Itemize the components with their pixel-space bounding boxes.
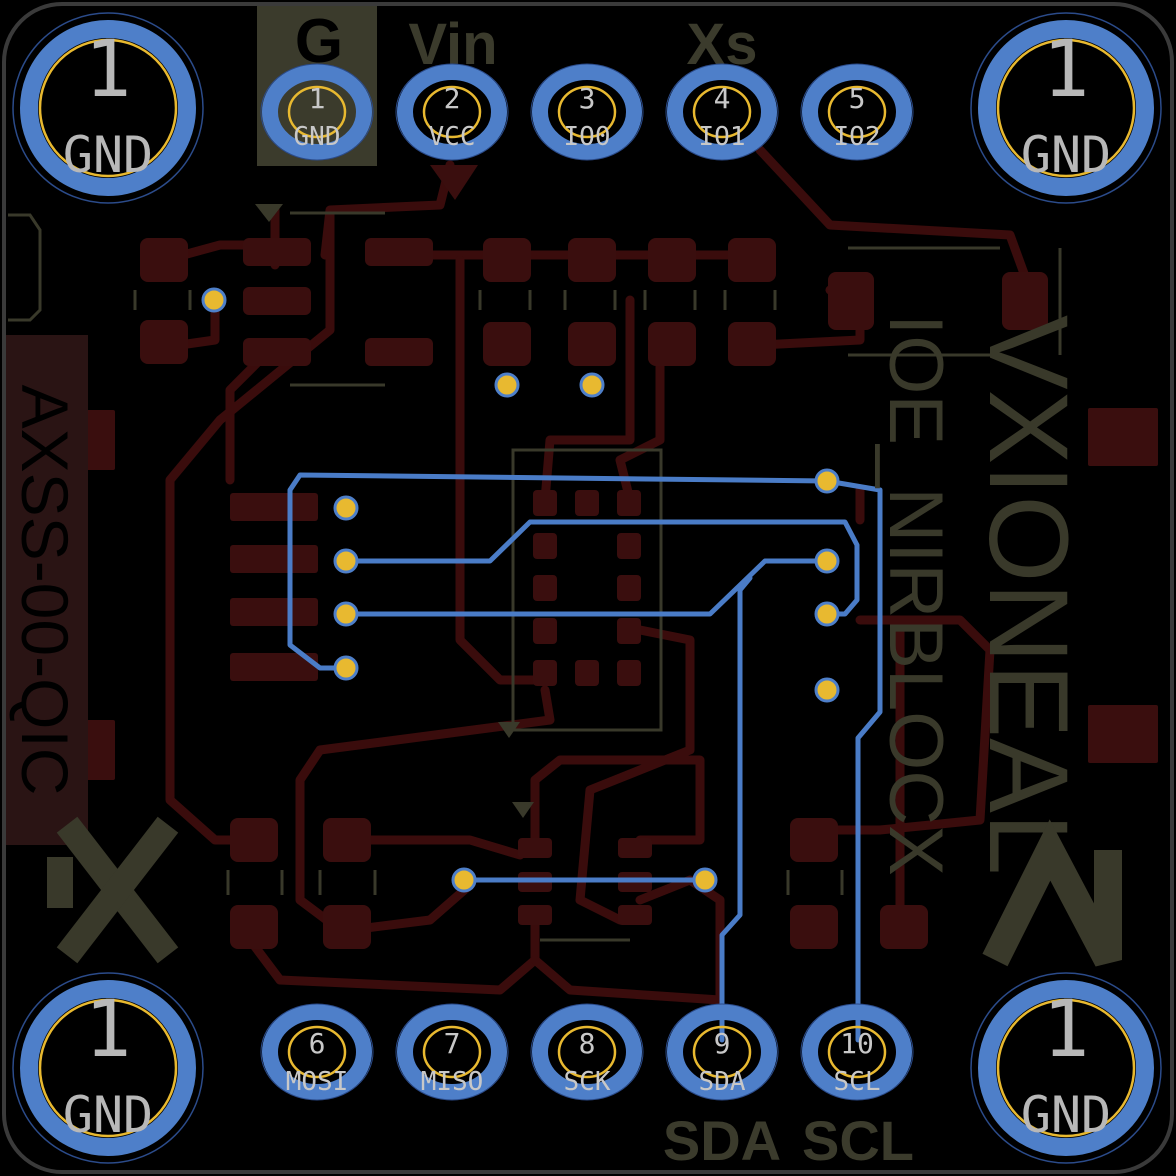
pin-name: SCL: [834, 1067, 881, 1097]
header-pins-top: 1 GND 2 VCC 3 IO0 4 IO1 5: [260, 63, 914, 161]
header-pin[interactable]: 2 VCC: [395, 63, 509, 161]
header-pin[interactable]: 6 MOSI: [260, 1003, 374, 1101]
mounting-hole-number: 1: [85, 25, 132, 115]
mounting-hole-name: GND: [1021, 1086, 1111, 1144]
mounting-hole-top-right[interactable]: 1 GND: [970, 12, 1162, 204]
header-pins-bottom: 6 MOSI 7 MISO 8 SCK 9 SDA 10: [260, 1003, 914, 1101]
header-pin[interactable]: 4 IO1: [665, 63, 779, 161]
pin-name: SDA: [699, 1067, 746, 1097]
mounting-hole-bottom-right[interactable]: 1 GND: [970, 972, 1162, 1164]
silk-triangles: [255, 204, 534, 818]
silk-brand: VXIONEAL: [966, 315, 1091, 875]
vcc-pad-triangle: [430, 165, 478, 200]
axis-logo-mark: [47, 816, 179, 964]
mounting-hole-name: GND: [1021, 126, 1111, 184]
mounting-hole-number: 1: [1043, 25, 1090, 115]
brand-logo-mark: [982, 819, 1122, 967]
header-pin[interactable]: 5 IO2: [800, 63, 914, 161]
mounting-hole-number: 1: [85, 985, 132, 1075]
pin-name: GND: [294, 122, 341, 152]
vias: [201, 287, 840, 893]
top-smd-pads: [75, 238, 1158, 949]
mounting-hole-top-left[interactable]: 1 GND: [12, 12, 204, 204]
silk-labels: G Vin Xs SDA SCL AXSS-00-QIC IOE_NIRBLOC…: [6, 7, 1091, 1172]
pin-name: MOSI: [286, 1067, 349, 1097]
silk-part-number: AXSS-00-QIC: [8, 385, 82, 796]
part-number-silk-box: [6, 335, 88, 845]
pin-number: 1: [309, 82, 326, 115]
mounting-hole-number: 1: [1043, 985, 1090, 1075]
silk-chip-name: IOE_NIRBLOCX: [873, 314, 958, 876]
pin-number: 5: [849, 82, 866, 115]
silk-label-sda: SDA: [663, 1109, 781, 1172]
bottom-copper-traces: [287, 472, 883, 1043]
mounting-hole-name: GND: [63, 1086, 153, 1144]
pin-number: 9: [714, 1027, 731, 1060]
pin-number: 10: [840, 1027, 874, 1060]
header-pin[interactable]: 1 GND: [260, 63, 374, 161]
pin-number: 4: [714, 82, 731, 115]
pin-number: 8: [579, 1027, 596, 1060]
pin-name: VCC: [429, 122, 476, 152]
header-pin[interactable]: 10 SCL: [800, 1003, 914, 1101]
header-pin[interactable]: 9 SDA: [665, 1003, 779, 1101]
mounting-hole-name: GND: [63, 126, 153, 184]
pin-name: IO2: [834, 122, 881, 152]
header-pin[interactable]: 7 MISO: [395, 1003, 509, 1101]
silkscreen-outlines: [8, 211, 1062, 942]
silk-label-scl: SCL: [802, 1109, 914, 1172]
header-pin[interactable]: 8 SCK: [530, 1003, 644, 1101]
pin-name: MISO: [421, 1067, 484, 1097]
pin-number: 3: [579, 82, 596, 115]
mounting-hole-bottom-left[interactable]: 1 GND: [12, 972, 204, 1164]
pin-number: 6: [309, 1027, 326, 1060]
pin-number: 2: [444, 82, 461, 115]
pin-name: IO0: [564, 122, 611, 152]
pin-name: SCK: [564, 1067, 611, 1097]
pin-number: 7: [444, 1027, 461, 1060]
header-pin[interactable]: 3 IO0: [530, 63, 644, 161]
pin-name: IO1: [699, 122, 746, 152]
